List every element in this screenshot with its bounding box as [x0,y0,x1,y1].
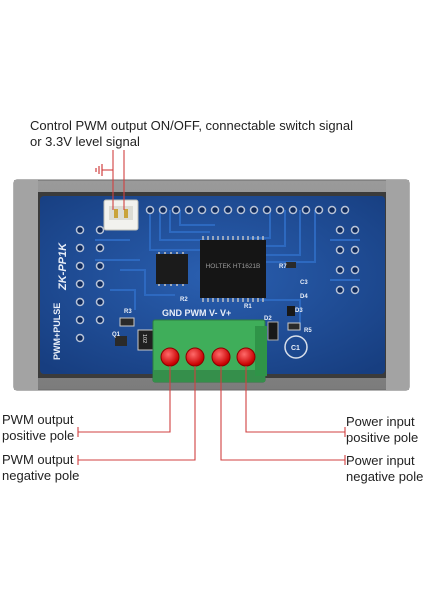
pwm-output-positive-label: PWM output positive pole [2,412,74,444]
svg-text:R1: R1 [244,304,252,310]
small-ic [156,252,188,286]
label-line: positive pole [2,428,75,443]
svg-text:R5: R5 [304,328,312,334]
svg-text:C3: C3 [300,280,308,286]
power-input-positive-label: Power input positive pole [346,414,418,446]
svg-text:R3: R3 [124,309,132,315]
svg-text:R2: R2 [180,297,188,303]
label-line: Power input [346,414,415,429]
terminal-silkscreen: GND PWM V- V+ [162,308,231,318]
power-input-negative-label: Power input negative pole [346,453,423,485]
pwm-output-negative-label: PWM output negative pole [2,452,79,484]
header-holes-top [145,205,350,215]
svg-text:D3: D3 [295,308,303,314]
label-line: PWM output [2,452,74,467]
svg-text:R7: R7 [279,264,287,270]
gnd-marker [160,347,180,367]
main-chip: HOLTEK HT1621B [200,236,266,302]
model-label: ZK-PP1K [57,242,69,291]
terminal-block [152,319,267,383]
annotation-line-2: or 3.3V level signal [30,134,140,149]
svg-text:D2: D2 [264,316,272,322]
v-minus-marker [211,347,231,367]
switch-connector [103,199,139,231]
svg-text:Q1: Q1 [112,332,121,338]
svg-text:102: 102 [141,334,147,343]
svg-text:C1: C1 [291,345,300,352]
label-line: PWM output [2,412,74,427]
leader-lines [77,150,346,465]
switch-signal-annotation: Control PWM output ON/OFF, connectable s… [30,118,353,150]
v-plus-marker [236,347,256,367]
svg-text:D4: D4 [300,294,308,300]
side-label: PWM+PULSE [52,303,62,360]
label-line: negative pole [2,468,80,483]
label-line: positive pole [346,430,419,445]
label-line: Power input [346,453,415,468]
chip-marking: HOLTEK HT1621B [206,263,261,270]
pwm-marker [185,347,205,367]
smd-components: R3 Q1 102 D2 R7 C3 D4 D3 R5 C1 R1 R2 [112,262,312,359]
header-holes-side [75,225,360,343]
ground-icon [95,164,103,176]
label-line: negative pole [346,469,424,484]
annotation-line-1: Control PWM output ON/OFF, connectable s… [30,118,353,133]
